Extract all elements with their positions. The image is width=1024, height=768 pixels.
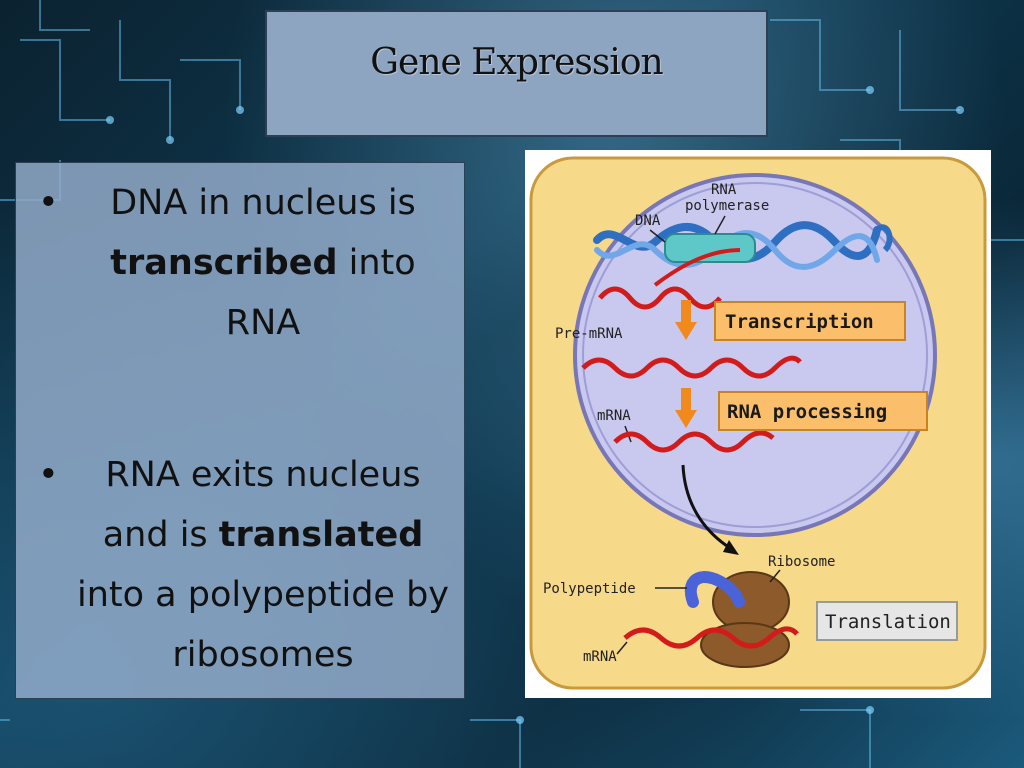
gene-expression-diagram: DNA RNA polymerase Pre-mRNA Transcriptio… <box>525 150 991 698</box>
mrna-strand <box>613 430 775 453</box>
rna-processing-arrow <box>675 388 697 428</box>
bullet-text-bold: transcribed <box>110 243 338 283</box>
transcription-arrow <box>675 300 697 340</box>
nucleus <box>573 173 937 537</box>
nascent-rna <box>653 248 741 287</box>
export-arrow-head <box>723 540 739 555</box>
bullet-text-normal: into RNA <box>225 243 416 343</box>
rna-processing-label: RNA processing <box>727 401 887 423</box>
pre-mrna-label: Pre-mRNA <box>555 326 623 342</box>
translation-label: Translation <box>825 611 951 633</box>
slide-title: Gene Expression <box>370 42 663 83</box>
bullet-text: RNA exits nucleus and is translated into… <box>38 445 458 685</box>
title-box: Gene Expression <box>265 10 768 137</box>
polypeptide-chain <box>684 571 745 608</box>
bullet-text-normal: DNA in nucleus is <box>110 183 416 223</box>
rna-polymerase-label: polymerase <box>685 198 769 214</box>
mrna-label: mRNA <box>597 408 631 424</box>
bullet-text-normal: RNA exits nucleus and is <box>102 455 421 555</box>
nuclear-envelope <box>582 182 928 528</box>
pre-mrna-strand-top <box>598 286 722 310</box>
rna-processing-step-box <box>718 391 928 431</box>
transcription-label: Transcription <box>725 311 874 333</box>
bullet-text-normal: into a polypeptide by ribosomes <box>76 575 450 675</box>
polypeptide-label: Polypeptide <box>543 581 636 597</box>
transcription-step-box <box>714 301 906 341</box>
bullet-item: • RNA exits nucleus and is translated in… <box>38 445 458 685</box>
rna-polymerase <box>664 233 756 263</box>
rna-polymerase-label: RNA <box>711 182 737 198</box>
bullet-text-bold: translated <box>218 515 424 555</box>
bullet-text: DNA in nucleus is transcribed into RNA <box>38 173 458 353</box>
bullet-dot-icon: • <box>38 455 59 495</box>
ribosome-label: Ribosome <box>768 554 835 570</box>
bullet-dot-icon: • <box>38 183 59 223</box>
dna-label: DNA <box>635 213 661 229</box>
cytoplasm-mrna-label: mRNA <box>583 649 617 665</box>
pre-mrna-strand <box>581 355 802 379</box>
cytoplasm-mrna-strand <box>623 626 799 649</box>
translation-step-box <box>816 601 958 641</box>
bullet-text-box: • DNA in nucleus is transcribed into RNA… <box>15 162 465 699</box>
export-arrow <box>681 464 731 550</box>
bullet-item: • DNA in nucleus is transcribed into RNA <box>38 173 458 353</box>
